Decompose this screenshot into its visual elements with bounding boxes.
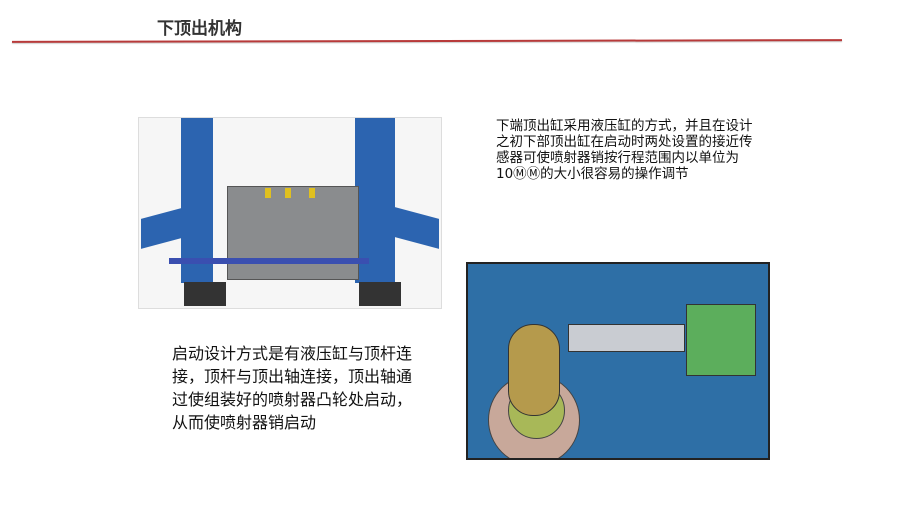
description-right: 下端顶出缸采用液压缸的方式，并且在设计之初下部顶出缸在启动时两处设置的接近传感器…	[496, 118, 753, 182]
cam-cylinder-cad-image	[466, 262, 770, 460]
title-divider	[11, 39, 843, 43]
slide-title: 下顶出机构	[157, 19, 242, 39]
description-left: 启动设计方式是有液压缸与顶杆连接，顶杆与顶出轴连接，顶出轴通过使组装好的喷射器凸…	[172, 344, 413, 432]
ejector-mechanism-cad-image	[138, 117, 442, 309]
